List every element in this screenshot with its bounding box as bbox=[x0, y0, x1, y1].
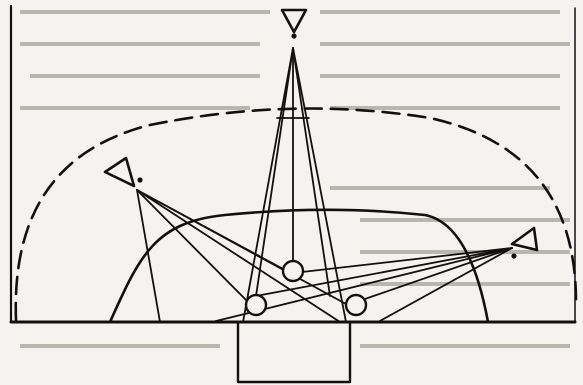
dashed-outer-arc bbox=[14, 107, 578, 322]
right-ball bbox=[344, 293, 368, 317]
left-observer-icon bbox=[103, 156, 143, 188]
top-sight-lines bbox=[242, 47, 347, 323]
goal-box bbox=[236, 320, 352, 384]
top-observer-icon bbox=[280, 8, 308, 39]
left-ball bbox=[244, 293, 268, 317]
right-observer-icon bbox=[510, 226, 539, 259]
center-ball bbox=[281, 259, 305, 283]
solid-inner-arc bbox=[108, 208, 490, 324]
background-bleed-text bbox=[20, 10, 570, 348]
left-sight-lines bbox=[136, 189, 347, 323]
